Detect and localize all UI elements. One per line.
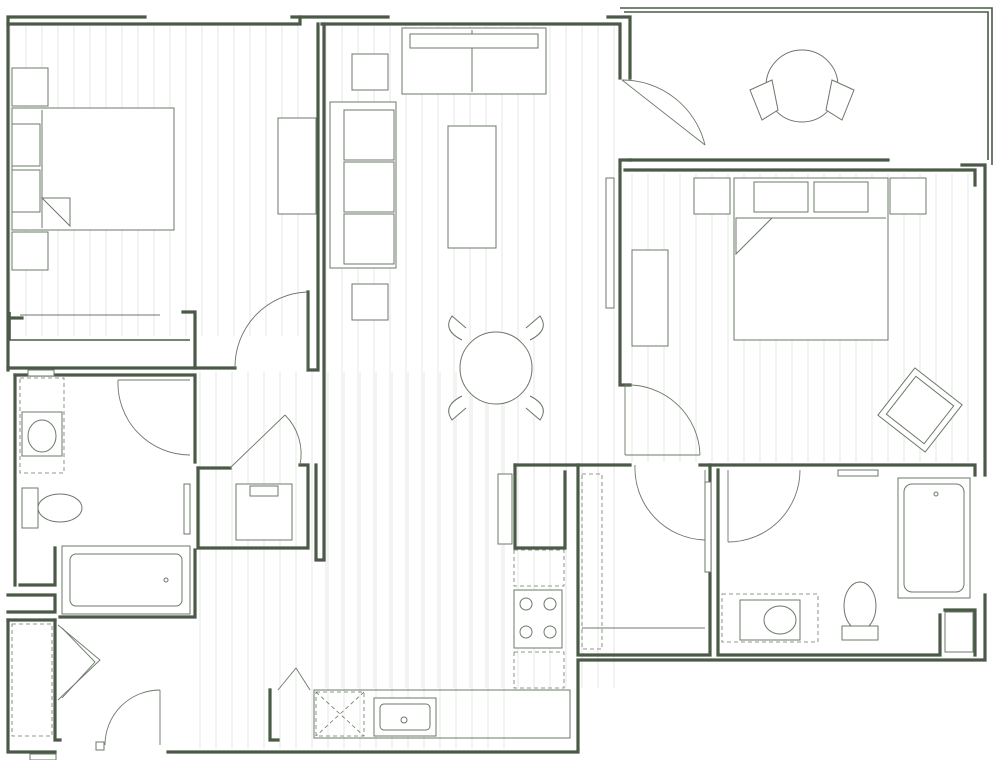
mid-closet-wall	[196, 463, 310, 550]
stove	[513, 589, 563, 649]
bath2-corner	[943, 608, 977, 657]
living-east-wall	[618, 158, 632, 387]
dining-chair-2	[525, 315, 544, 341]
closet-rod-2	[605, 177, 615, 309]
kitchen-fixtures	[313, 473, 571, 739]
exterior-wall-west-lower	[6, 618, 57, 754]
bath2-sink	[763, 605, 797, 635]
exterior-wall-east	[960, 163, 987, 477]
bath1-toilet	[37, 493, 83, 523]
kitchen-wall	[513, 463, 567, 550]
dresser-1	[277, 117, 317, 215]
pillow-1a	[11, 123, 41, 167]
side-table-bottom	[351, 283, 389, 321]
bath1-door-swing	[117, 379, 191, 456]
wood-floor-texture	[9, 26, 969, 748]
exterior-wall-north-east	[606, 15, 632, 80]
balcony-furniture	[749, 49, 855, 123]
bedroom1-furniture	[11, 67, 317, 316]
bath1-lower-block	[6, 593, 57, 614]
closet-door-swing	[284, 414, 302, 466]
bedroom1-east-wall	[306, 22, 320, 372]
balcony-chair-right	[825, 79, 855, 121]
exterior-wall-south	[166, 593, 987, 754]
dishwasher	[513, 549, 565, 587]
entry-fixtures	[11, 623, 105, 760]
dining-chair-1	[448, 315, 467, 341]
nightstand-2b	[889, 177, 927, 215]
side-table-top	[351, 53, 389, 91]
bathroom1-fixtures	[19, 369, 191, 615]
nightstand-left-bottom	[11, 231, 49, 271]
laundry-door-swing	[634, 464, 706, 541]
bedroom2-furniture	[605, 177, 963, 453]
bedroom1-closet-line	[9, 312, 190, 341]
bedroom2-south-wall	[698, 463, 977, 477]
bedroom2-door-swing	[624, 384, 701, 456]
door-swings	[57, 79, 801, 746]
entry-closet-shelf	[11, 623, 53, 737]
balcony-rail	[620, 7, 993, 165]
dining-chair-3	[448, 395, 467, 421]
bath1-toilet-tank	[21, 487, 39, 529]
living-west-wall	[314, 22, 326, 562]
bath2-door-swing	[727, 469, 801, 543]
bath2-closet	[944, 611, 974, 653]
entry-east-wall	[268, 688, 280, 742]
balcony-door-swing	[621, 79, 706, 146]
nightstand-left-top	[11, 67, 49, 107]
bath2-wall	[716, 468, 942, 657]
living-furniture	[329, 27, 547, 421]
bath1-north-wall	[13, 373, 197, 464]
bed-2-fold	[735, 217, 774, 256]
kitchen-counter	[313, 689, 571, 739]
washer-dryer	[235, 483, 293, 541]
entry-west-wall	[53, 618, 62, 742]
pillow-1b	[11, 169, 41, 213]
balcony-wall-lower	[623, 168, 977, 187]
dining-table	[459, 331, 533, 405]
fridge	[513, 651, 565, 689]
bedroom1-south-wall	[6, 310, 197, 370]
exterior-wall-north-west	[6, 15, 147, 372]
bath2-toilet	[843, 581, 877, 631]
entry-door-swing	[104, 689, 161, 746]
bath1-inner	[18, 546, 57, 587]
closet-fixtures	[235, 483, 293, 541]
nightstand-2a	[693, 177, 731, 215]
coffee-table	[447, 125, 497, 249]
living-north-wall	[320, 22, 622, 80]
bedroom1-north-wall	[6, 15, 302, 26]
bedroom1-door-swing	[234, 291, 308, 369]
dresser-2	[631, 249, 669, 347]
pantry-shelf	[497, 473, 513, 545]
laundry-shelf	[581, 473, 603, 650]
bathroom2-fixtures	[721, 469, 974, 653]
bed-1-fold	[40, 197, 71, 228]
balcony-chair-left	[749, 79, 779, 121]
bath1-south-wall	[58, 548, 197, 619]
balcony-rail-inner	[624, 11, 989, 160]
laundry-fixtures	[581, 473, 712, 650]
dining-chair-4	[525, 395, 544, 421]
bath1-sink	[27, 419, 57, 453]
